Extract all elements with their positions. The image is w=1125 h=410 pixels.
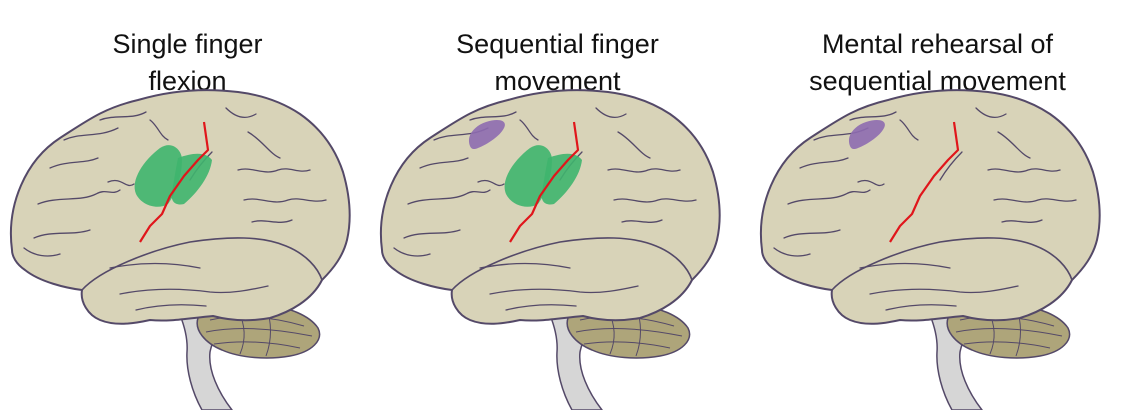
sulcus xyxy=(993,198,1077,203)
sulcus xyxy=(607,168,681,173)
sulcus xyxy=(857,179,885,187)
sulcus xyxy=(869,285,1019,295)
sulcus xyxy=(899,119,919,141)
sulcus xyxy=(107,179,135,187)
sulcus xyxy=(109,262,201,269)
cerebellum-fold xyxy=(963,341,1051,349)
sulcus xyxy=(885,304,957,311)
panel-title: Single finger flexion xyxy=(0,26,375,100)
sulcus xyxy=(479,262,571,269)
sulcus xyxy=(119,285,269,295)
premotor-activation xyxy=(541,153,582,205)
sulcus xyxy=(849,111,897,121)
panel-title-line-1: Sequential finger xyxy=(456,29,659,59)
central-sulcus xyxy=(509,121,580,243)
sulcus xyxy=(975,107,1007,119)
sulcus xyxy=(1001,219,1043,223)
sulcus xyxy=(939,151,963,181)
sulcus xyxy=(149,119,169,141)
sulcus xyxy=(617,131,651,159)
sulcus xyxy=(787,189,871,205)
panel-title-line-1: Mental rehearsal of xyxy=(821,29,1054,59)
sulcus xyxy=(783,229,841,239)
sulcus xyxy=(519,119,539,141)
sulcus xyxy=(237,168,311,173)
sma-activation xyxy=(848,120,885,150)
sulcus xyxy=(595,107,627,119)
panel-title-line-1: Single finger xyxy=(112,29,263,59)
sulcus xyxy=(987,168,1061,173)
sulcus xyxy=(49,157,99,169)
sulcus xyxy=(859,262,951,269)
cerebral-cortex xyxy=(380,89,721,325)
cerebellum-fold xyxy=(575,328,683,337)
sulcus xyxy=(477,179,505,187)
cerebellum-fold xyxy=(583,341,671,349)
sulcus xyxy=(393,247,431,257)
sulcus xyxy=(135,304,207,311)
panel-mental-rehearsal: Mental rehearsal of sequential movement xyxy=(750,0,1125,410)
panel-single-finger-flexion: Single finger flexion xyxy=(0,0,375,410)
brain-illustration xyxy=(10,89,351,410)
central-sulcus xyxy=(139,121,210,243)
sulcus xyxy=(23,247,61,257)
sulcus xyxy=(403,229,461,239)
sulcus xyxy=(63,127,119,141)
panel-sequential-finger-movement: Sequential finger movement xyxy=(370,0,745,410)
motor-cortex-activation xyxy=(504,145,552,207)
sulcus xyxy=(247,131,281,159)
cerebellum-fold xyxy=(213,341,301,349)
sulcus xyxy=(997,131,1031,159)
brain-illustration xyxy=(760,89,1101,410)
sulcus xyxy=(99,111,147,121)
central-sulcus xyxy=(889,121,960,243)
sma-activation xyxy=(468,120,505,150)
motor-cortex-activation xyxy=(134,145,182,207)
cerebellum-fold xyxy=(205,328,313,337)
sulcus xyxy=(419,157,469,169)
sulcus xyxy=(251,219,293,223)
sulcus xyxy=(799,157,849,169)
cerebral-cortex xyxy=(760,89,1101,325)
cerebral-cortex xyxy=(10,89,351,325)
sulcus xyxy=(489,285,639,295)
sulcus xyxy=(243,198,327,203)
sulcus xyxy=(505,304,577,311)
cerebellum-fold xyxy=(955,328,1063,337)
sulcus xyxy=(407,189,491,205)
sulcus xyxy=(621,219,663,223)
premotor-activation xyxy=(171,153,212,205)
sulcus xyxy=(773,247,811,257)
panel-title: Sequential finger movement xyxy=(370,26,745,100)
sulcus xyxy=(37,189,121,205)
sulcus xyxy=(613,198,697,203)
sulcus xyxy=(469,111,517,121)
sulcus xyxy=(225,107,257,119)
brain-illustration xyxy=(380,89,721,410)
sulcus xyxy=(33,229,91,239)
